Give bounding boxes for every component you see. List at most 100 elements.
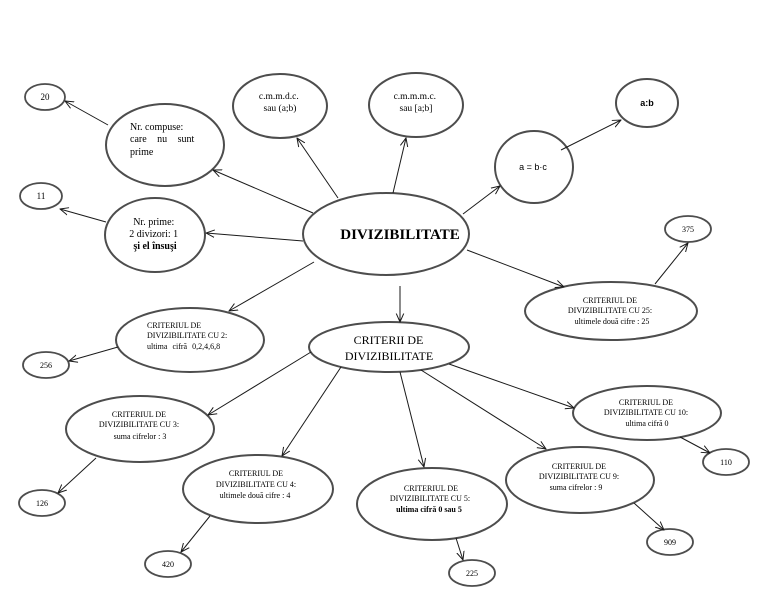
node-criterion-10-title: CRITERIUL DE [619,398,673,407]
node-criterion-3-title: CRITERIUL DE [112,410,166,419]
node-criterion-5-ellipse [356,467,508,541]
example-criterion-5-value: 225 [466,569,478,578]
arrow-center-to-cmmdc [297,138,339,199]
example-criterion-3-value: 126 [36,499,48,508]
example-criterion-9-value: 909 [664,538,676,547]
arrow-center-to-prime [206,233,304,242]
node-cmmmc-line-2: sau [a;b] [400,104,433,114]
example-criterion-25: 375 [664,215,712,243]
node-criterion-10-ellipse [572,385,722,441]
node-criterion-9-label: CRITERIUL DE DIVIZIBILITATE CU 9: suma c… [539,462,621,492]
node-criterion-2: CRITERIUL DE DIVIZIBILITATE CU 2: ultima… [115,307,265,373]
node-criterion-9-rule: suma cifrelor : 9 [550,483,603,492]
node-criterion-9-divisor: DIVIZIBILITATE CU 9: [539,472,619,481]
node-cmmmc-ellipse [368,72,464,138]
node-product-ellipse [494,130,574,204]
arrow-center-to-composite [213,170,314,214]
example-composite-ellipse [24,83,66,111]
node-criterion-4-divisor: DIVIZIBILITATE CU 4: [216,480,296,489]
arrow-center-to-criterion-25 [466,249,564,287]
node-criterion-25-title: CRITERIUL DE [583,296,637,305]
example-criterion-25-value: 375 [682,225,694,234]
node-prime-line-1: Nr. prime: [133,217,174,228]
node-cmmmc-line-1: c.m.m.m.c. [394,92,436,102]
node-prime-line-3: şi el însuşi [133,241,177,252]
example-criterion-10: 110 [702,448,750,476]
example-criterion-4-value: 420 [162,560,174,569]
node-composite-line-1: Nr. compuse: [130,122,183,133]
node-criterion-25-divisor: DIVIZIBILITATE CU 25: [568,306,652,315]
node-divides-label: a:b [640,98,654,108]
example-criterion-5-ellipse [448,559,496,587]
node-prime: Nr. prime: 2 divizori: 1 şi el însuşi [104,197,206,273]
example-composite-value: 20 [41,92,51,102]
node-criterion-5-label: CRITERIUL DE DIVIZIBILITATE CU 5: ultima… [390,484,472,514]
node-criterion-4-title: CRITERIUL DE [229,469,283,478]
arrow-criterion-9-to-example [633,502,664,530]
arrow-criterion-25-to-example [654,243,688,285]
node-prime-label: Nr. prime: 2 divizori: 1 şi el însuşi [129,217,180,252]
arrow-hub-to-criterion-10 [448,363,574,408]
example-criterion-2-value: 256 [40,361,52,370]
node-divizibilitate-label: DIVIZIBILITATE [340,227,460,243]
node-cmmdc-ellipse [232,73,328,139]
node-criterion-10-divisor: DIVIZIBILITATE CU 10: [604,408,688,417]
node-prime-ellipse [104,197,206,273]
node-composite-line-2: care nu sunt [130,134,195,145]
node-product-label: a = b·c [519,162,547,172]
node-criterion-25-rule: ultimele două cifre : 25 [575,317,650,326]
example-criterion-9: 909 [646,528,694,556]
example-criterion-25-ellipse [664,215,712,243]
example-criterion-3: 126 [18,489,66,517]
node-criterion-25-ellipse [524,281,698,341]
node-criterion-2-divisor: DIVIZIBILITATE CU 2: [147,331,227,340]
arrows [58,101,710,560]
node-criteria-hub-line-2: DIVIZIBILITATE [345,349,433,363]
node-criterion-25: CRITERIUL DE DIVIZIBILITATE CU 25: ultim… [524,281,698,341]
node-criterion-3-label: CRITERIUL DE DIVIZIBILITATE CU 3: suma c… [99,410,181,441]
node-criterion-3: CRITERIUL DE DIVIZIBILITATE CU 3: suma c… [65,395,215,463]
node-cmmdc: c.m.m.d.c. sau (a;b) [232,73,328,139]
example-criterion-4-ellipse [144,550,192,578]
node-criteria-hub-label: CRITERII DE DIVIZIBILITATE [345,333,433,363]
node-cmmdc-line-1: c.m.m.d.c. [259,92,299,102]
node-divizibilitate: DIVIZIBILITATE [302,192,470,276]
arrow-composite-to-example [65,101,109,126]
arrow-criterion-10-to-example [679,436,710,453]
node-divides: a:b [615,78,679,128]
example-prime: 11 [19,182,63,210]
node-criterion-5-rule: ultima cifră 0 sau 5 [396,505,462,514]
arrow-hub-to-criterion-4 [282,366,342,456]
example-criterion-10-value: 110 [720,458,732,467]
example-criterion-9-ellipse [646,528,694,556]
node-criterion-4: CRITERIUL DE DIVIZIBILITATE CU 4: ultime… [182,454,334,524]
node-product: a = b·c [494,130,574,204]
node-cmmmc-label: c.m.m.m.c. sau [a;b] [394,92,439,114]
node-divides-ellipse [615,78,679,128]
arrow-center-to-cmmmc [392,138,406,194]
node-criterion-3-divisor: DIVIZIBILITATE CU 3: [99,420,179,429]
node-criterion-2-label: CRITERIUL DE DIVIZIBILITATE CU 2: ultima… [147,321,229,351]
node-criterion-9-title: CRITERIUL DE [552,462,606,471]
node-divizibilitate-ellipse [302,192,470,276]
node-composite: Nr. compuse: care nu sunt prime [105,103,225,187]
arrow-criterion-2-to-example [69,346,119,361]
node-criterion-2-title: CRITERIUL DE [147,321,201,330]
example-composite: 20 [24,83,66,111]
node-criterion-9-ellipse [505,446,655,514]
node-criterion-3-ellipse [65,395,215,463]
node-criterion-5-divisor: DIVIZIBILITATE CU 5: [390,494,470,503]
node-criterion-5-title: CRITERIUL DE [404,484,458,493]
node-criterion-4-label: CRITERIUL DE DIVIZIBILITATE CU 4: ultime… [216,469,298,500]
node-prime-line-2: 2 divizori: 1 [129,229,178,240]
example-prime-ellipse [19,182,63,210]
node-criterion-25-label: CRITERIUL DE DIVIZIBILITATE CU 25: ultim… [568,296,654,326]
node-criterion-10-label: CRITERIUL DE DIVIZIBILITATE CU 10: ultim… [604,398,690,428]
node-cmmdc-line-2: sau (a;b) [264,103,297,114]
node-criteria-hub: CRITERII DE DIVIZIBILITATE [308,321,470,373]
node-criterion-10: CRITERIUL DE DIVIZIBILITATE CU 10: ultim… [572,385,722,441]
node-criterion-2-ellipse [115,307,265,373]
example-criterion-3-ellipse [18,489,66,517]
arrow-center-to-criterion-2 [229,261,315,311]
